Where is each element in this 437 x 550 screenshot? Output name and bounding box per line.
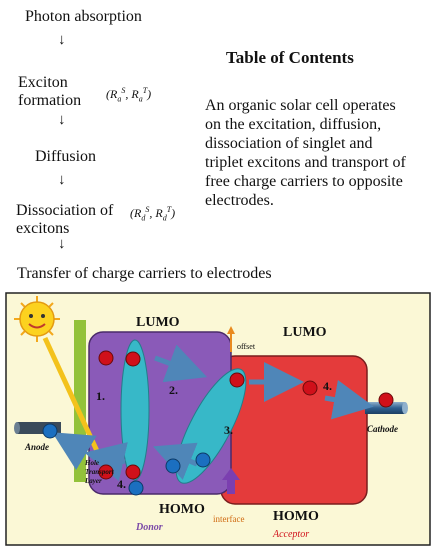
step-photon-absorption: Photon absorption [25, 8, 142, 25]
htl-label-line1: Hole [84, 459, 99, 467]
step-label-4-acceptor: 4. [323, 379, 332, 393]
interface-label: interface [213, 514, 244, 524]
homo-label-acceptor: HOMO [273, 509, 319, 524]
homo-label-donor: HOMO [159, 502, 205, 517]
interface-arrow-icon [222, 468, 240, 494]
htl-label-line2: Transport [85, 468, 115, 476]
electron-markers [98, 350, 394, 480]
down-arrow-icon: ↓ [58, 172, 66, 188]
step-label-3: 3. [224, 423, 233, 437]
lumo-label-donor: LUMO [136, 315, 180, 330]
step-transfer: Transfer of charge carriers to electrode… [17, 265, 272, 282]
step-exciton-formation-line2: formation [18, 92, 82, 109]
lumo-label-acceptor: LUMO [283, 325, 327, 340]
offset-arrow-icon [227, 326, 235, 352]
down-arrow-icon: ↓ [58, 236, 66, 252]
toc-body: An organic solar cell operates on the ex… [205, 97, 406, 209]
anode-label: Anode [24, 442, 49, 452]
step-diffusion: Diffusion [35, 148, 97, 165]
hole-markers [42, 423, 211, 496]
sun-icon [14, 296, 60, 342]
down-arrow-icon: ↓ [58, 32, 66, 48]
cathode-electrode [365, 402, 408, 414]
flow-arrows [52, 344, 374, 482]
down-arrow-icon: ↓ [58, 112, 66, 128]
step-label-1: 1. [96, 389, 105, 403]
cathode-label: Cathode [367, 424, 398, 434]
step-dissociation-line2: excitons [16, 220, 70, 237]
formation-rates: (RaS, RaT) [106, 86, 152, 104]
exciton-ellipse-donor [120, 339, 150, 481]
offset-label: offset [237, 342, 256, 351]
step-label-4-donor: 4. [117, 477, 126, 491]
step-exciton-formation-line1: Exciton [18, 74, 68, 91]
acceptor-label: Acceptor [272, 529, 309, 540]
solar-cell-diagram: LUMO LUMO HOMO HOMO offset interface Ano… [5, 292, 431, 546]
step-label-2: 2. [169, 383, 178, 397]
toc-title: Table of Contents [226, 48, 354, 67]
step-dissociation-line1: Dissociation of [16, 202, 114, 219]
htl-label-line3: Layer [84, 477, 102, 485]
donor-label: Donor [135, 522, 163, 533]
dissociation-rates: (RdS, RdT) [130, 205, 176, 223]
